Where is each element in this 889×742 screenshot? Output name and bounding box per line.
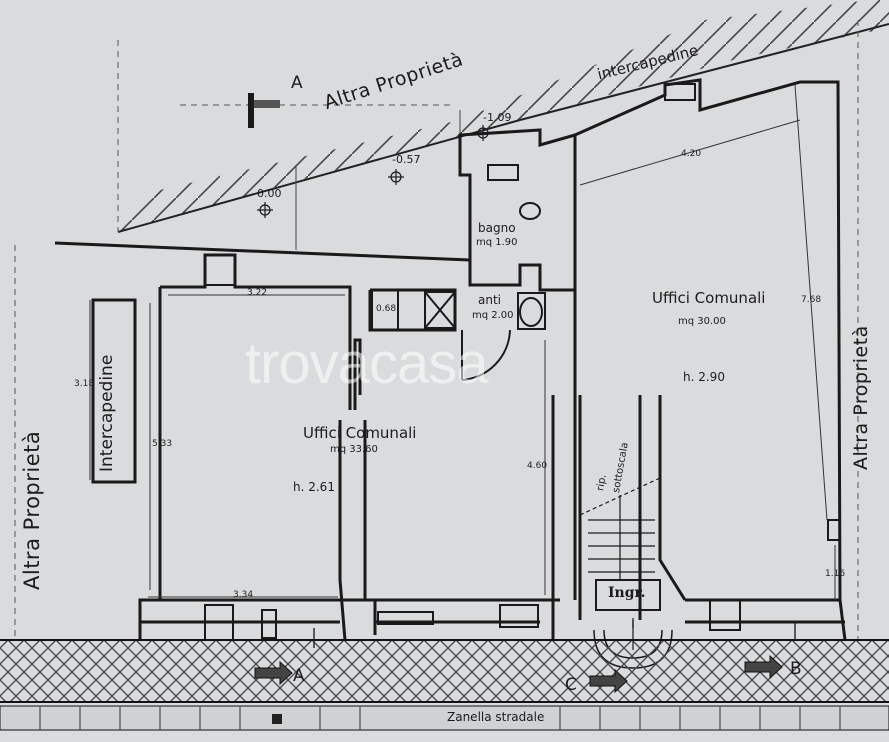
section-marker-top: [248, 93, 280, 128]
stairs: [579, 477, 661, 611]
room-right-height: h. 2.90: [683, 370, 725, 384]
section-letter-a-top: A: [291, 73, 303, 93]
elevation-057: -0.57: [392, 153, 421, 166]
watermark: trovacasa: [245, 331, 488, 396]
dimension-334: 3.34: [233, 590, 254, 600]
altra-proprieta-left-label: Altra Proprietà: [20, 430, 44, 590]
street-label: Zanella stradale: [447, 710, 545, 724]
elevation-109: -1.09: [483, 111, 512, 124]
room-left-area: mq 33.60: [330, 444, 378, 455]
bagno-label: bagno: [478, 221, 516, 235]
dimension-533: 5.33: [152, 439, 173, 449]
room-left-height: h. 2.61: [293, 480, 335, 494]
intercapedine-left-label: Intercapedine: [97, 354, 117, 472]
dimension-768: 7.68: [801, 295, 822, 305]
dimension-322: 3.22: [247, 288, 268, 298]
dimension-420: 4.20: [681, 149, 702, 159]
dimension-460: 4.60: [527, 461, 548, 471]
antibagno-label: anti: [478, 293, 501, 307]
dimension-068: 0.68: [376, 304, 397, 314]
section-letter-b-bottom: B: [790, 659, 802, 679]
walls: [54, 78, 847, 641]
antibagno-area: mq 2.00: [472, 310, 514, 321]
ingresso-label: Ingr.: [608, 585, 646, 601]
elevation-0: 0.00: [257, 187, 282, 200]
section-letter-a-bottom: A: [293, 666, 305, 686]
bagno-area: mq 1.90: [476, 237, 518, 248]
altra-proprieta-right-label: Altra Proprietà: [850, 325, 872, 470]
dashed-outlines: [14, 20, 859, 640]
hatched-boundary-strip: [117, 0, 889, 233]
section-letter-c-bottom: C: [565, 675, 577, 695]
room-right-title: Uffici Comunali: [652, 289, 766, 307]
dimension-116: 1.16: [825, 569, 846, 579]
room-left-title: Uffici Comunali: [303, 424, 417, 442]
dimension-318: 3.18: [74, 379, 95, 389]
room-right-area: mq 30.00: [678, 316, 726, 327]
